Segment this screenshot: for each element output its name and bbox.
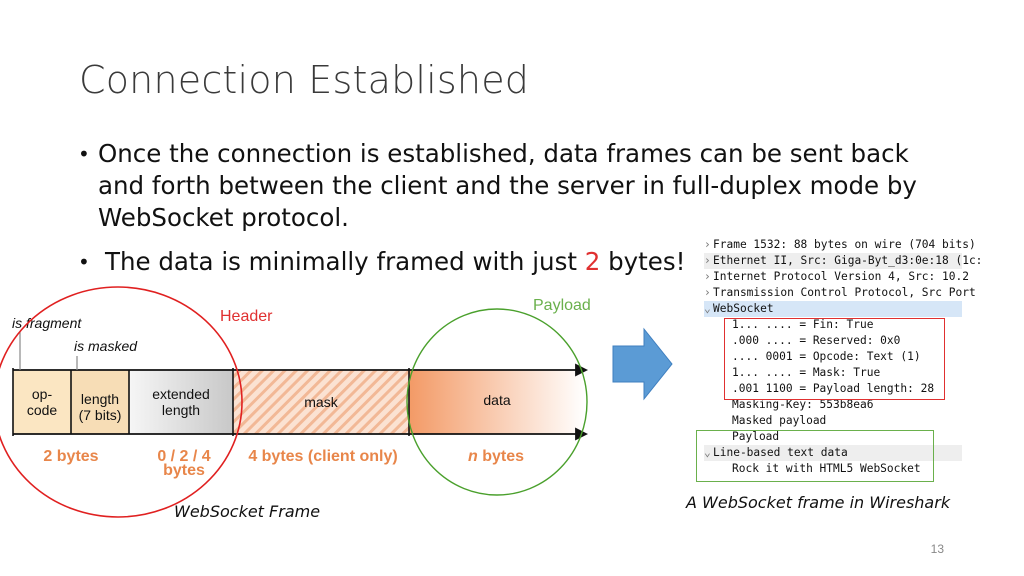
- ws-row-text: Payload: [732, 430, 780, 443]
- bullet-item-2: The data is minimally framed with just 2…: [78, 246, 958, 278]
- bullet-item-1: Once the connection is established, data…: [78, 138, 958, 234]
- ws-row-text: WebSocket: [713, 302, 774, 315]
- frame-boundary-arrows: [13, 363, 589, 441]
- length-label-line2: (7 bits): [79, 407, 122, 423]
- extended-length-field: [129, 370, 233, 434]
- bullet-2-text-end: bytes!: [600, 247, 686, 276]
- websocket-frame-caption: WebSocket Frame: [174, 502, 321, 521]
- ws-row-masked-payload[interactable]: Masked payload: [732, 413, 826, 429]
- is-fragment-label: is fragment: [12, 315, 82, 331]
- ws-row-text: .000 .... = Reserved: 0x0: [732, 334, 901, 347]
- opcode-label-line2: code: [27, 402, 58, 418]
- extended-length-label-line2: length: [162, 402, 200, 418]
- chevron-right-icon: ›: [704, 286, 711, 299]
- bullet-2-text-start: The data is minimally framed with just: [105, 247, 585, 276]
- wireshark-caption: A WebSocket frame in Wireshark: [686, 493, 951, 512]
- data-field: [409, 370, 585, 434]
- ws-row-opcode[interactable]: .... 0001 = Opcode: Text (1): [732, 349, 921, 365]
- ws-row-frame[interactable]: ›Frame 1532: 88 bytes on wire (704 bits): [704, 237, 976, 253]
- chevron-down-icon: ⌄: [704, 302, 711, 315]
- payload-circle: [406, 308, 588, 496]
- mask-label: mask: [304, 394, 338, 410]
- ws-row-payload[interactable]: Payload: [732, 429, 779, 445]
- ws-row-line-based-text[interactable]: ⌄Line-based text data: [704, 445, 962, 461]
- extended-size-label-line1: 0 / 2 / 4: [157, 448, 210, 465]
- slide-title: Connection Established: [79, 58, 530, 102]
- data-label: data: [483, 392, 510, 408]
- header-size-label: 2 bytes: [43, 448, 98, 465]
- is-masked-label: is masked: [74, 338, 138, 354]
- mask-field: [233, 370, 409, 434]
- length-label-line1: length: [81, 391, 119, 407]
- opcode-field: [13, 370, 71, 434]
- ws-row-fin[interactable]: 1... .... = Fin: True: [732, 317, 873, 333]
- right-arrow-icon: [612, 327, 673, 401]
- bit-pointer-lines: [19, 332, 78, 370]
- ws-row-payload-length[interactable]: .001 1100 = Payload length: 28: [732, 381, 934, 397]
- ws-row-text: .001 1100 = Payload length: 28: [732, 382, 935, 395]
- length-field: [71, 370, 129, 434]
- ws-row-text: Internet Protocol Version 4, Src: 10.2: [713, 270, 969, 283]
- ws-row-text: .... 0001 = Opcode: Text (1): [732, 350, 921, 363]
- mask-size-label: 4 bytes (client only): [248, 448, 397, 465]
- payload-label: Payload: [533, 297, 591, 314]
- ws-row-masking-key[interactable]: Masking-Key: 553b8ea6: [732, 397, 873, 413]
- header-circle: [0, 286, 243, 518]
- header-label: Header: [220, 308, 273, 325]
- chevron-down-icon: ⌄: [704, 446, 711, 459]
- ws-row-tcp[interactable]: ›Transmission Control Protocol, Src Port: [704, 285, 976, 301]
- bullet-2-highlight-number: 2: [584, 247, 601, 276]
- ws-row-ethernet[interactable]: ›Ethernet II, Src: Giga-Byt_d3:0e:18 (1c…: [704, 253, 982, 269]
- wireshark-payload-highlight-box: [696, 430, 934, 482]
- data-size-suffix: bytes: [478, 448, 524, 465]
- ws-row-ip[interactable]: ›Internet Protocol Version 4, Src: 10.2: [704, 269, 969, 285]
- ws-row-text: 1... .... = Mask: True: [732, 366, 881, 379]
- ws-row-text: Line-based text data: [713, 446, 848, 459]
- data-size-n: n: [468, 448, 478, 465]
- ws-row-reserved[interactable]: .000 .... = Reserved: 0x0: [732, 333, 900, 349]
- ws-row-text: Masking-Key: 553b8ea6: [732, 398, 874, 411]
- slide-number: 13: [930, 542, 944, 556]
- chevron-right-icon: ›: [704, 254, 711, 267]
- wireshark-header-highlight-box: [724, 318, 945, 400]
- ws-row-text: Masked payload: [732, 414, 827, 427]
- ws-row-text: Transmission Control Protocol, Src Port: [713, 286, 976, 299]
- extended-length-label-line1: extended: [152, 386, 210, 402]
- opcode-label-line1: op-: [32, 386, 53, 402]
- bullet-1-text: Once the connection is established, data…: [98, 139, 917, 232]
- websocket-frame-diagram: is fragment is masked op- code length (7…: [0, 286, 591, 518]
- extended-size-label-line2: bytes: [163, 462, 205, 479]
- chevron-right-icon: ›: [704, 238, 711, 251]
- ws-row-text: 1... .... = Fin: True: [732, 318, 874, 331]
- data-size-label: n bytes: [468, 448, 524, 465]
- ws-row-text: Rock it with HTML5 WebSocket: [732, 462, 921, 475]
- chevron-right-icon: ›: [704, 270, 711, 283]
- ws-row-text: Frame 1532: 88 bytes on wire (704 bits): [713, 238, 976, 251]
- ws-row-websocket[interactable]: ⌄WebSocket: [704, 301, 962, 317]
- bullet-list: Once the connection is established, data…: [78, 138, 958, 290]
- ws-row-text-content[interactable]: Rock it with HTML5 WebSocket: [732, 461, 921, 477]
- wireshark-packet-detail: ›Frame 1532: 88 bytes on wire (704 bits)…: [704, 236, 982, 482]
- ws-row-text: Ethernet II, Src: Giga-Byt_d3:0e:18 (1c:: [713, 254, 983, 267]
- ws-row-mask[interactable]: 1... .... = Mask: True: [732, 365, 880, 381]
